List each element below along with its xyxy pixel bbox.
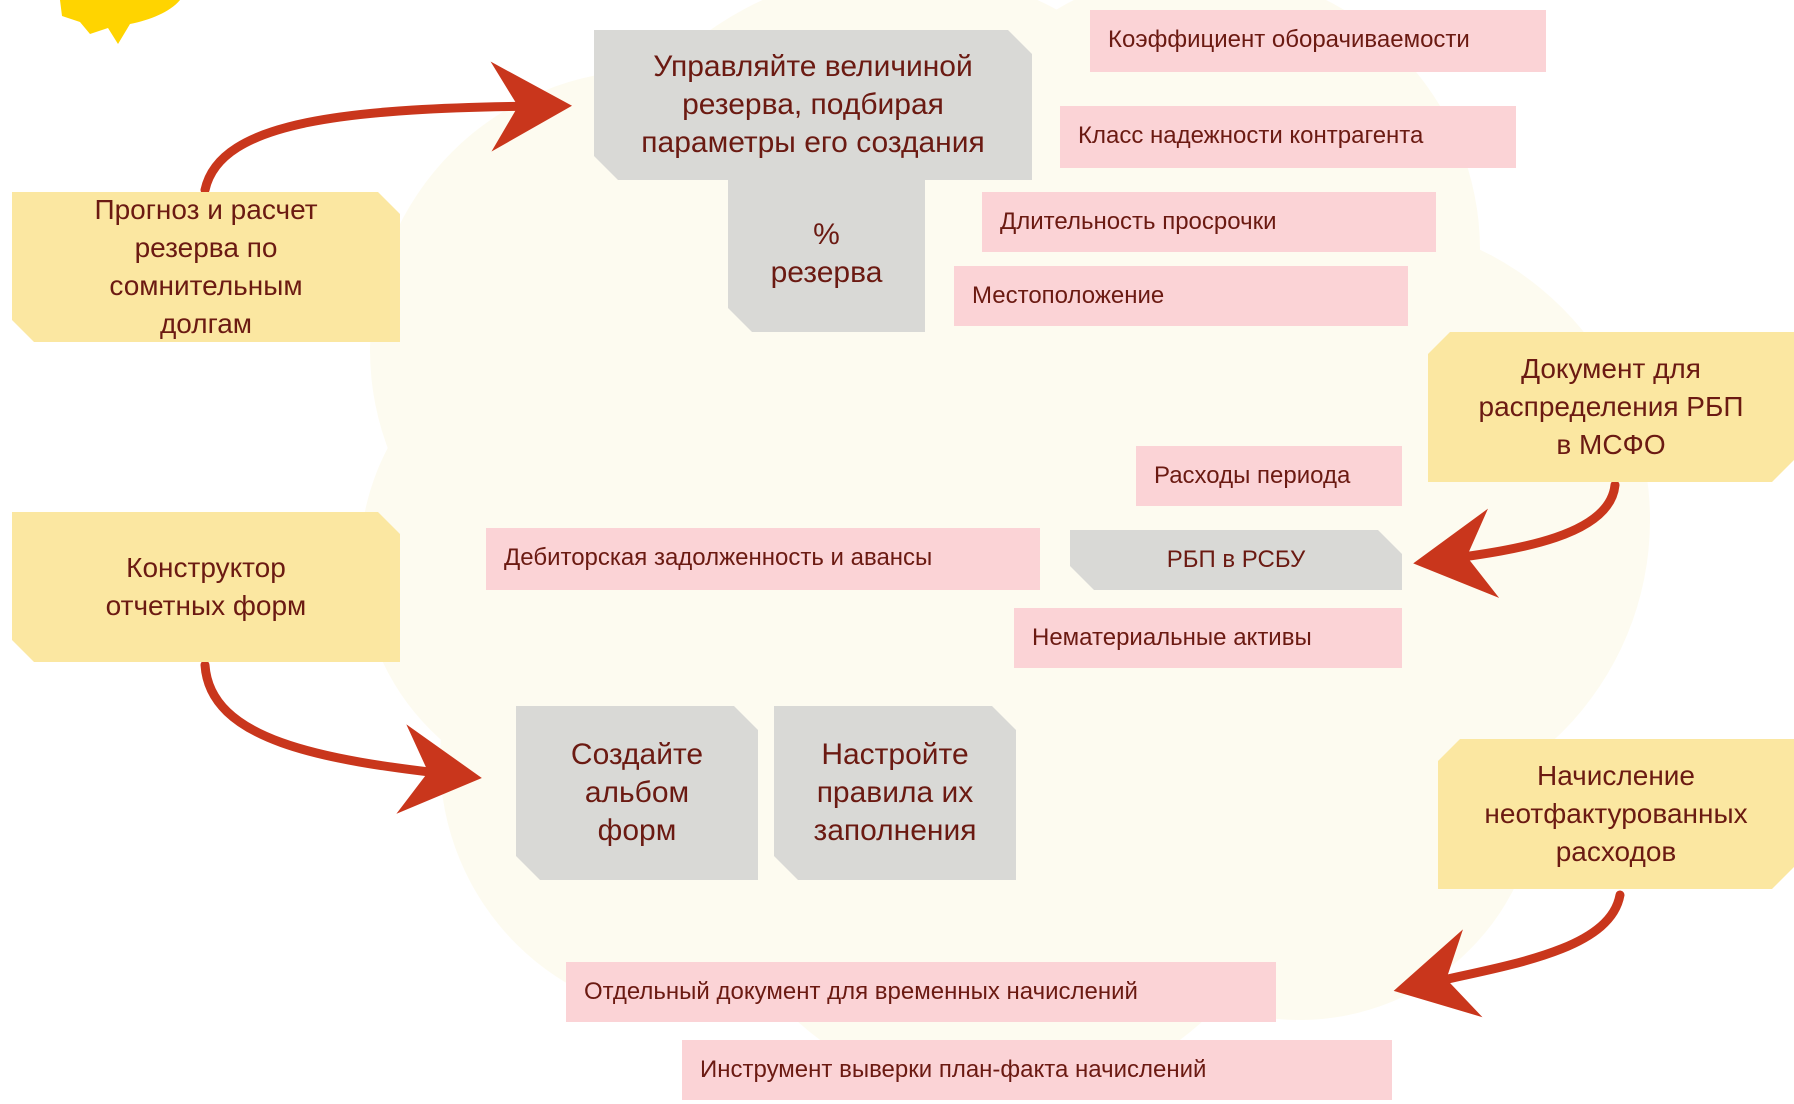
percent-reserve-box: % резерва [728, 152, 925, 332]
label-receivables-advances: Дебиторская задолженность и авансы [486, 528, 1040, 590]
label-separate-accrual-document: Отдельный документ для временных начисле… [566, 962, 1276, 1022]
rbp-rsbu-box: РБП в РСБУ [1070, 530, 1402, 590]
label-intangible-assets: Нематериальные активы [1014, 608, 1402, 668]
label-location: Местоположение [954, 266, 1408, 326]
label-counterparty-reliability: Класс надежности контрагента [1060, 106, 1516, 168]
accrual-box: Начисление неотфактурованных расходов [1438, 739, 1794, 889]
label-turnover-ratio: Коэффициент оборачиваемости [1090, 10, 1546, 72]
label-reconciliation-tool: Инструмент выверки план-факта начислений [682, 1040, 1392, 1100]
forecast-reserve-box: Прогноз и расчет резерва по сомнительным… [12, 192, 400, 342]
create-album-box: Создайте альбом форм [516, 706, 758, 880]
label-overdue-duration: Длительность просрочки [982, 192, 1436, 252]
manage-reserve-box: Управляйте величиной резерва, подбирая п… [594, 30, 1032, 180]
report-constructor-box: Конструктор отчетных форм [12, 512, 400, 662]
sun-logo [60, 0, 180, 44]
label-period-expenses: Расходы периода [1136, 446, 1402, 506]
rbp-document-box: Документ для распределения РБП в МСФО [1428, 332, 1794, 482]
configure-rules-box: Настройте правила их заполнения [774, 706, 1016, 880]
